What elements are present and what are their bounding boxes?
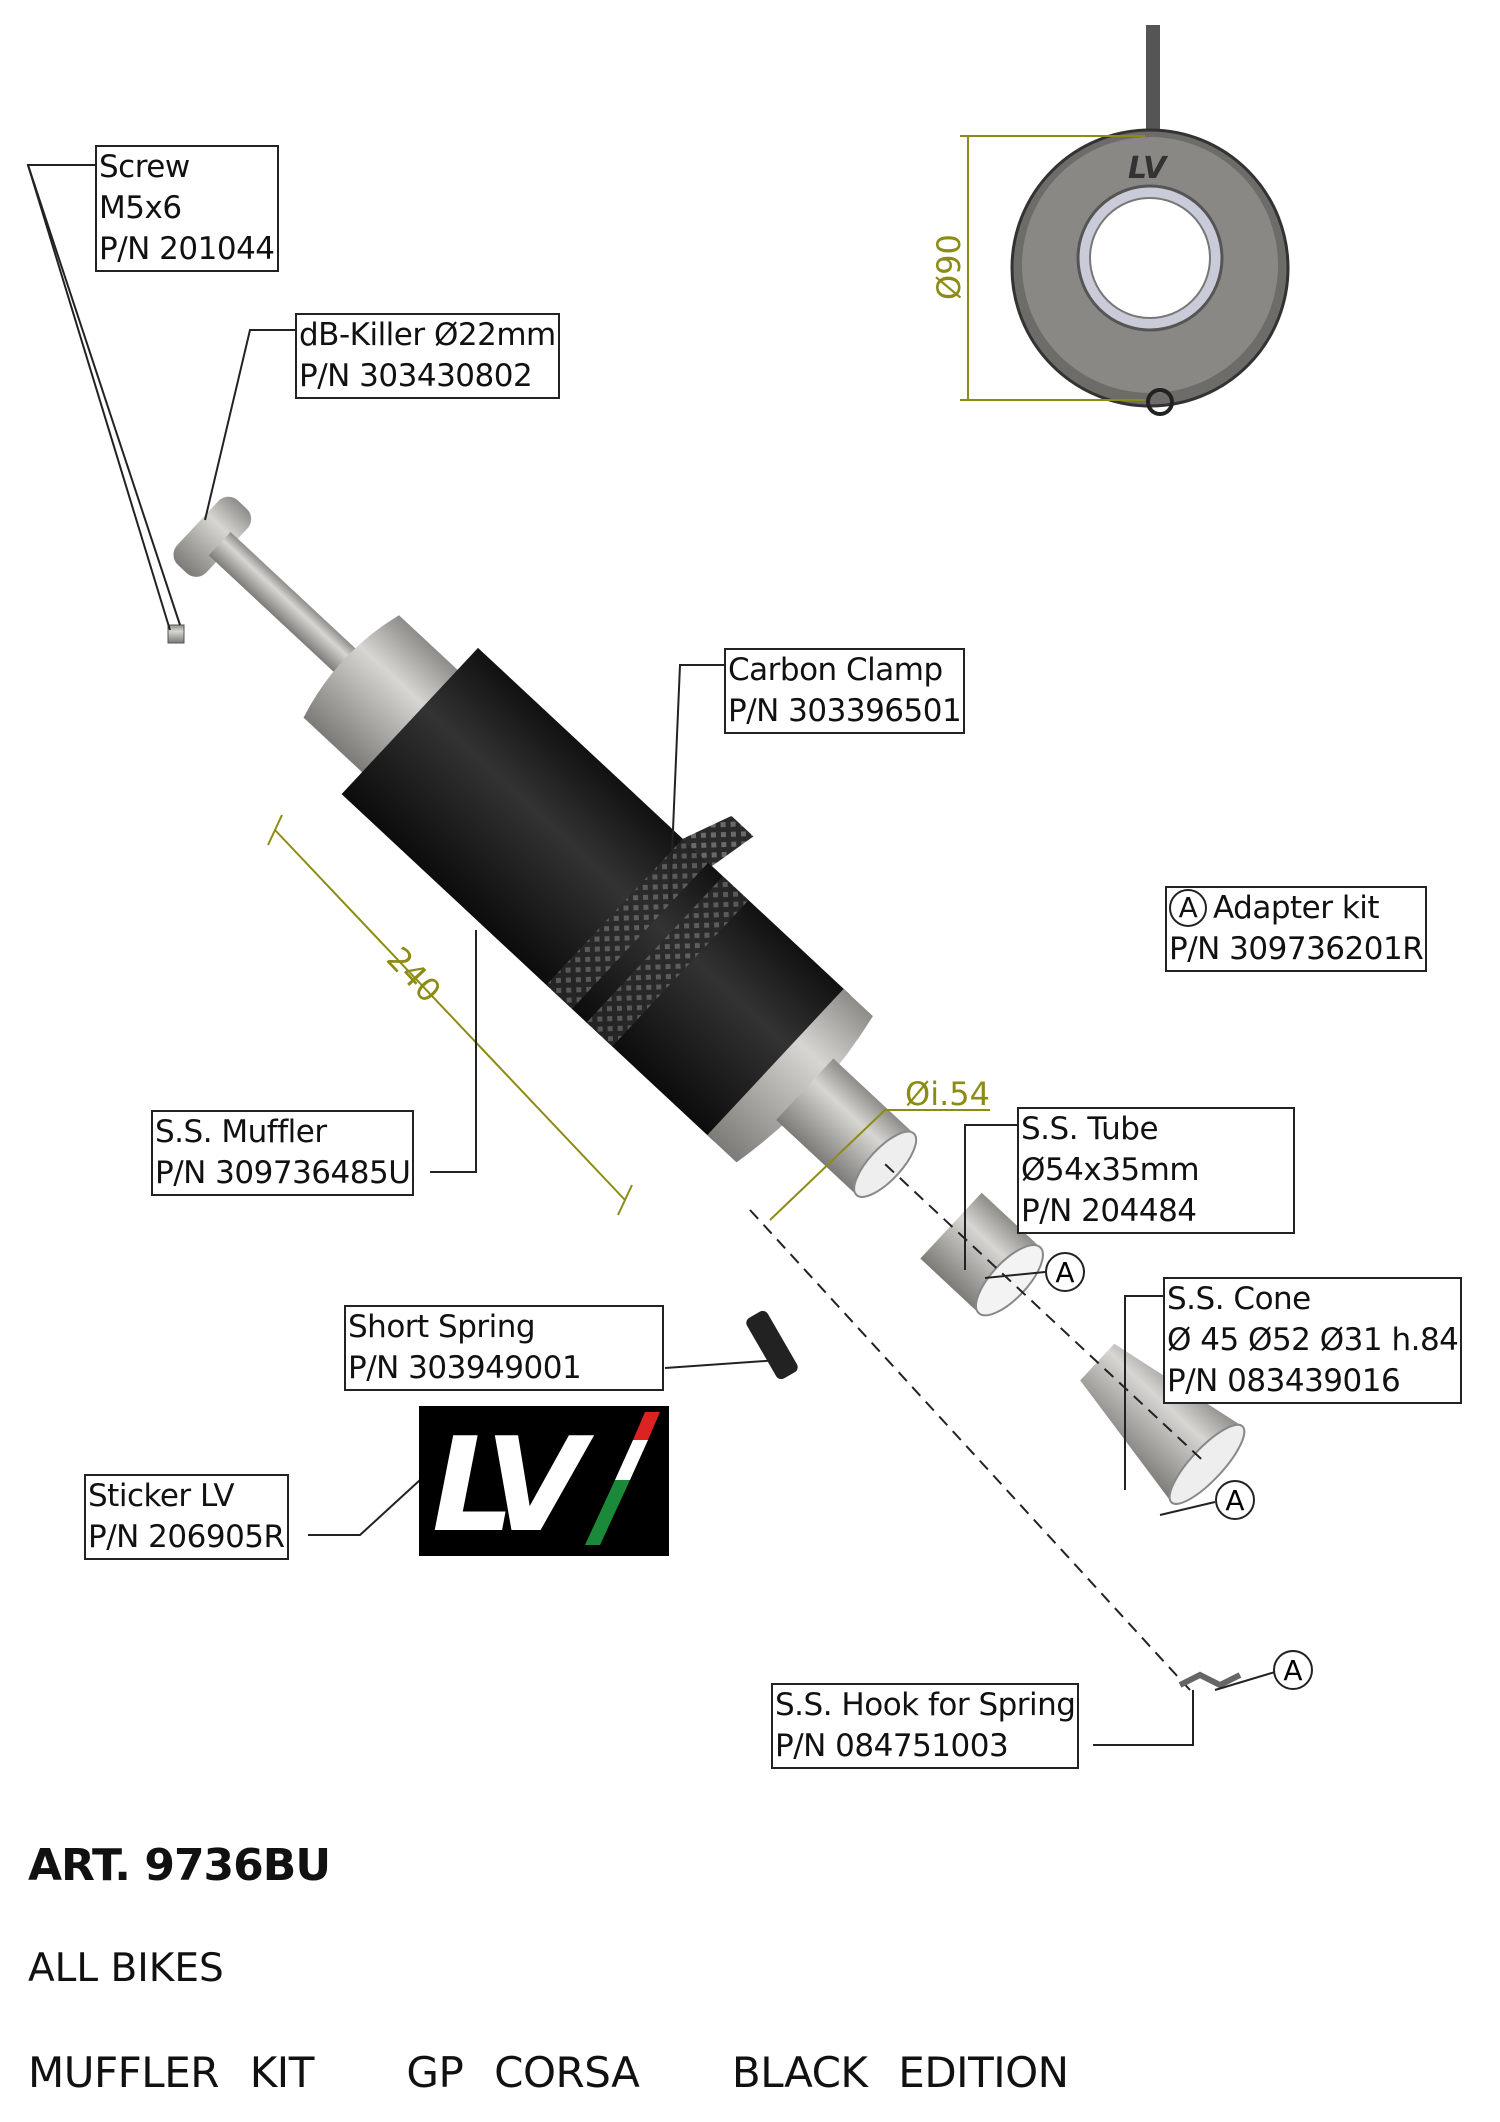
- inlet-end-cap: [303, 615, 473, 786]
- carbon-clamp-label: Carbon Clamp P/N 303396501: [724, 648, 966, 734]
- adapter-markers: A A A: [1045, 1252, 1313, 1690]
- end-view-logo: LV: [1128, 151, 1169, 186]
- diameter-90-dimension: [960, 135, 1145, 401]
- tube-size: Ø54x35mm: [1021, 1152, 1200, 1188]
- screw-name: Screw: [99, 149, 190, 185]
- carbon-clamp-name: Carbon Clamp: [728, 652, 943, 688]
- muffler-end-view: LV: [1010, 25, 1290, 416]
- marker-circle: [1045, 1252, 1085, 1292]
- adapter-kit-pn: P/N 309736201R: [1169, 931, 1424, 967]
- carbon-clamp-band: [546, 838, 709, 1009]
- marker-a-tube: A: [1055, 1256, 1074, 1289]
- cone-label: S.S. Cone Ø 45 Ø52 Ø31 h.84 P/N 08343901…: [1163, 1277, 1463, 1404]
- tube-pn: P/N 204484: [1021, 1193, 1197, 1229]
- short-spring-pn: P/N 303949001: [348, 1350, 582, 1386]
- cone-name: S.S. Cone: [1167, 1281, 1311, 1317]
- application-text: ALL BIKES: [28, 1946, 224, 1991]
- carbon-body: [341, 647, 851, 1142]
- muffler-name: S.S. Muffler: [155, 1114, 327, 1150]
- adapter-kit-name: Adapter kit: [1213, 890, 1380, 926]
- db-killer-label: dB-Killer Ø22mm P/N 303430802: [295, 313, 560, 399]
- screw-label: Screw M5x6 P/N 201044: [95, 145, 279, 272]
- tube-name: S.S. Tube: [1021, 1111, 1159, 1147]
- svg-text:LV: LV: [432, 1409, 595, 1561]
- carbon-clamp-pn: P/N 303396501: [728, 693, 962, 729]
- muffler-assembly: [173, 496, 1246, 1505]
- muffler-pn: P/N 309736485U: [155, 1155, 411, 1191]
- cone-size: Ø 45 Ø52 Ø31 h.84: [1167, 1322, 1459, 1358]
- screw-pn: P/N 201044: [99, 231, 275, 267]
- screw-part: [167, 624, 185, 644]
- hook-name: S.S. Hook for Spring: [775, 1687, 1076, 1723]
- short-spring-label: Short Spring P/N 303949001: [344, 1305, 664, 1391]
- screw-size: M5x6: [99, 190, 182, 226]
- carbon-clamp-tab: [682, 815, 754, 867]
- product-title: MUFFLER KIT GP CORSA BLACK EDITION: [28, 2048, 1069, 2097]
- tube-label: S.S. Tube Ø54x35mm P/N 204484: [1017, 1107, 1295, 1234]
- length-240-dimension: [267, 814, 990, 1221]
- sticker-label: Sticker LV P/N 206905R: [84, 1474, 289, 1560]
- muffler-label: S.S. Muffler P/N 309736485U: [151, 1110, 415, 1196]
- db-killer-tube: [208, 531, 377, 692]
- article-number: ART. 9736BU: [28, 1840, 331, 1891]
- db-killer-name: dB-Killer Ø22mm: [299, 317, 556, 353]
- hook-part: [1178, 1671, 1242, 1689]
- db-killer-cap: [173, 496, 252, 577]
- db-killer-pn: P/N 303430802: [299, 358, 533, 394]
- sticker-name: Sticker LV: [88, 1478, 235, 1514]
- hook-label: S.S. Hook for Spring P/N 084751003: [771, 1683, 1080, 1769]
- sticker-pn: P/N 206905R: [88, 1519, 285, 1555]
- short-spring-name: Short Spring: [348, 1309, 536, 1345]
- marker-a-cone: A: [1225, 1484, 1244, 1517]
- diameter-90-text: Ø90: [930, 234, 968, 300]
- lv-sticker-logo: LV: [419, 1406, 669, 1561]
- short-spring-part: [746, 1310, 798, 1380]
- outlet-end-cap: [707, 988, 873, 1163]
- marker-a-hook: A: [1283, 1654, 1302, 1687]
- adapter-marker: A: [1169, 889, 1207, 927]
- leader-lines: [26, 164, 1276, 1746]
- cone-pn: P/N 083439016: [1167, 1363, 1401, 1399]
- inner-diameter-text: Øi.54: [905, 1075, 990, 1113]
- hook-pn: P/N 084751003: [775, 1728, 1009, 1764]
